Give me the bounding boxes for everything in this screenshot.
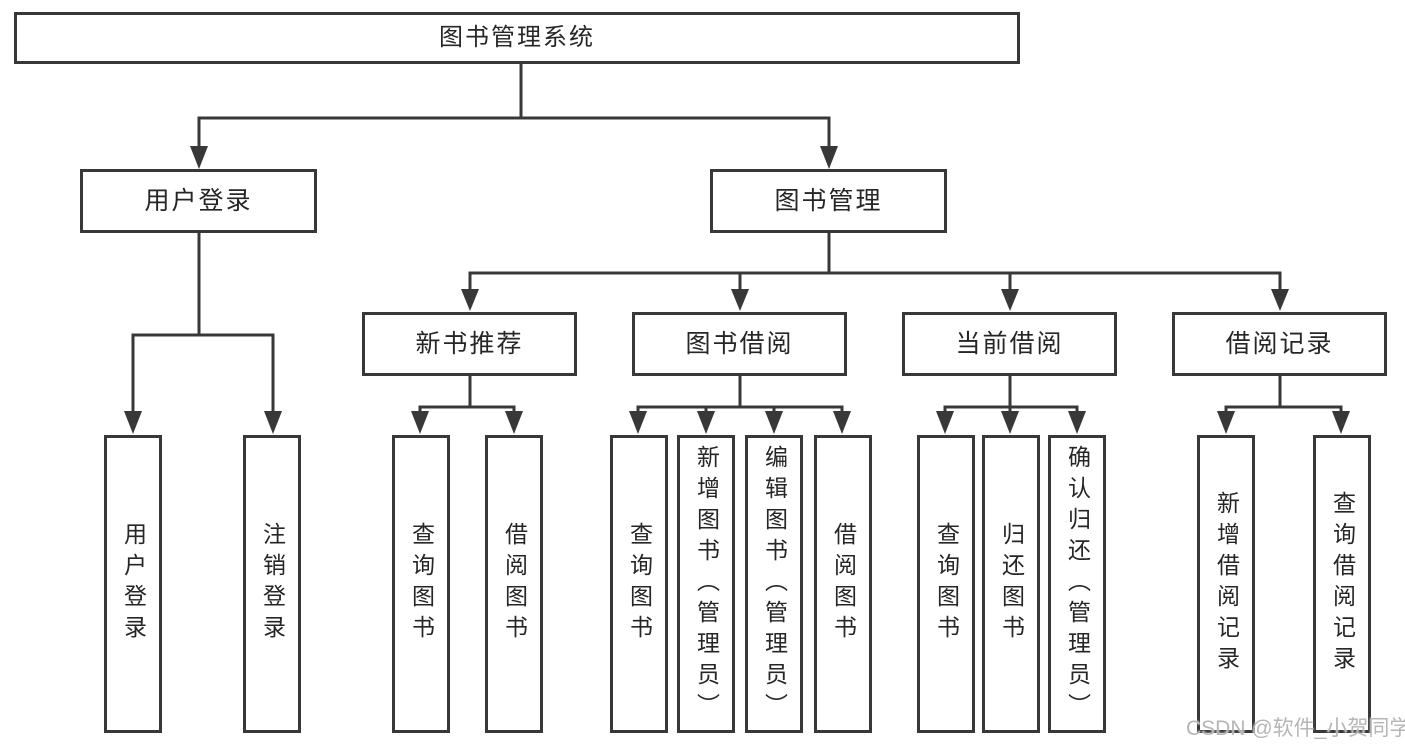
leaf-borrowing-query-books-label: 查询图书 (626, 522, 653, 646)
edge-current-bracket (943, 376, 1079, 413)
leaf-user-login-label: 用户登录 (120, 522, 147, 646)
leaf-current-confirm-return-label: 确认归还（管理员） (1064, 444, 1091, 724)
leaf-logout-label: 注销登录 (259, 522, 286, 646)
edge-recommend-bracket (418, 376, 516, 413)
node-book-management: 图书管理 (710, 169, 947, 233)
leaf-borrowing-add-books: 新增图书（管理员） (677, 435, 735, 733)
leaf-current-return-books: 归还图书 (982, 435, 1040, 733)
leaf-recommend-query-books: 查询图书 (392, 435, 450, 733)
leaf-records-query-record-label: 查询借阅记录 (1329, 491, 1356, 677)
leaf-current-query-books-label: 查询图书 (933, 522, 960, 646)
leaf-current-return-books-label: 归还图书 (998, 522, 1025, 646)
node-root-system: 图书管理系统 (14, 12, 1020, 64)
arrowheads (124, 146, 1350, 434)
leaf-records-add-record-label: 新增借阅记录 (1213, 491, 1240, 677)
leaf-current-confirm-return: 确认归还（管理员） (1048, 435, 1106, 733)
leaf-user-login: 用户登录 (104, 435, 162, 733)
node-book-borrowing-label: 图书借阅 (685, 329, 794, 358)
edge-level2-bracket (197, 116, 831, 147)
node-current-borrowing-label: 当前借阅 (955, 329, 1064, 358)
node-book-management-label: 图书管理 (774, 186, 883, 215)
leaf-borrowing-add-books-label: 新增图书（管理员） (693, 444, 720, 724)
leaf-records-query-record: 查询借阅记录 (1313, 435, 1371, 733)
node-current-borrowing: 当前借阅 (902, 312, 1117, 376)
leaf-recommend-borrow-books: 借阅图书 (485, 435, 543, 733)
node-user-login: 用户登录 (80, 169, 317, 233)
leaf-logout: 注销登录 (243, 435, 301, 733)
leaf-borrowing-borrow-books-label: 借阅图书 (830, 522, 857, 646)
leaf-recommend-borrow-books-label: 借阅图书 (501, 522, 528, 646)
leaf-borrowing-borrow-books: 借阅图书 (814, 435, 872, 733)
leaf-records-add-record: 新增借阅记录 (1197, 435, 1255, 733)
node-borrowing-records-label: 借阅记录 (1225, 329, 1334, 358)
edge-records-bracket (1224, 376, 1343, 413)
leaf-recommend-query-books-label: 查询图书 (408, 522, 435, 646)
node-new-book-recommend: 新书推荐 (362, 312, 577, 376)
edge-borrowing-bracket (636, 376, 844, 413)
leaf-borrowing-edit-books: 编辑图书（管理员） (745, 435, 803, 733)
node-borrowing-records: 借阅记录 (1172, 312, 1387, 376)
edge-user-login-bracket (131, 333, 275, 412)
csdn-watermark: CSDN @软件_小贺同学 (1186, 717, 1405, 740)
node-book-borrowing: 图书借阅 (632, 312, 847, 376)
leaf-borrowing-edit-books-label: 编辑图书（管理员） (761, 444, 788, 724)
node-user-login-label: 用户登录 (144, 186, 253, 215)
node-root-label: 图书管理系统 (439, 24, 595, 51)
leaf-borrowing-query-books: 查询图书 (610, 435, 668, 733)
leaf-current-query-books: 查询图书 (917, 435, 975, 733)
edge-book-mgmt-bracket (468, 271, 1282, 290)
node-new-book-recommend-label: 新书推荐 (415, 329, 524, 358)
